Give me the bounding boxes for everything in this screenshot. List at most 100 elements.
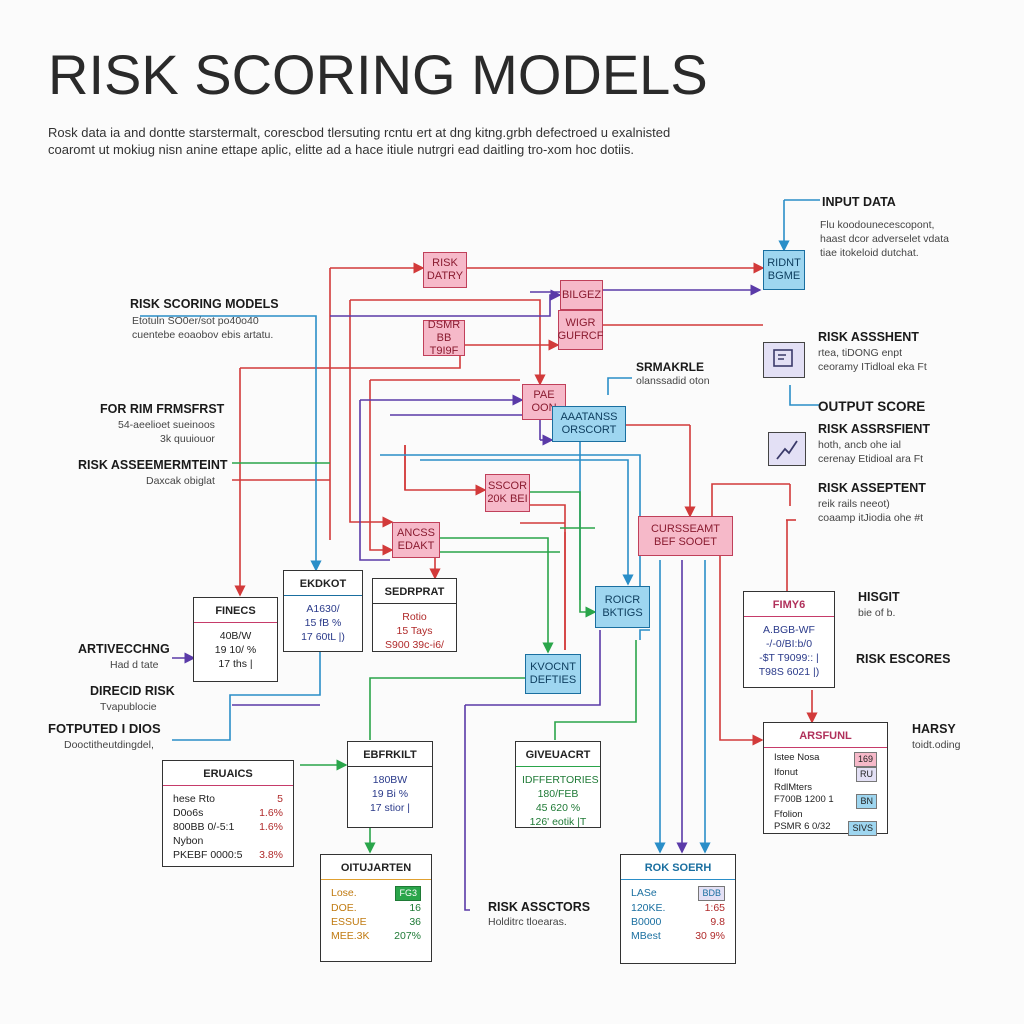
- card-line: 126' eotik |T: [529, 816, 587, 828]
- label-for-risk-first-desc: 54-aeelioet sueinoos 3k quuiouor: [118, 418, 215, 446]
- status-tag: RU: [856, 767, 877, 782]
- row-key: F700B 1200 1: [774, 794, 834, 805]
- label-risk-scoring-models-desc: Etotuln SO0er/sot po40o40 cuentebe eoaob…: [132, 314, 273, 342]
- node-text: BGME: [767, 270, 801, 282]
- node-text: AAATANSS: [560, 411, 618, 423]
- row-value: 1.6%: [259, 821, 283, 833]
- card-line: 45 620 %: [535, 802, 581, 814]
- card-line: T98S 6021 |): [758, 666, 820, 678]
- card-body: A1630/ 15 fB % 17 60tL |): [284, 596, 362, 650]
- desc-line: Had d tate: [110, 659, 159, 671]
- label-input-data-desc: Flu koodounecescopont, haast dcor advers…: [820, 218, 949, 260]
- card-fimy6[interactable]: FIMY6 A.BGB-WF -/-0/BI:b/0 -$T T9099:: |…: [743, 591, 835, 688]
- node-text: SSCOR: [487, 480, 528, 492]
- desc-line: tiae itokeloid dutchat.: [820, 247, 919, 259]
- card-finecs[interactable]: FINECS 40B/W 19 10/ % 17 ths |: [193, 597, 278, 682]
- desc-line: ceoramy ITidloal eka Ft: [818, 361, 927, 373]
- desc-line: Holditrc tloearas.: [488, 916, 567, 928]
- row-key: hese Rto: [173, 793, 216, 805]
- card-row: DOE.16: [321, 901, 431, 915]
- card-line: Rotio: [402, 611, 427, 623]
- desc-line: Flu koodounecescopont,: [820, 219, 935, 231]
- card-sedrprat[interactable]: SEDRPRAT Rotio 15 Tays S900 39c-i6/: [372, 578, 457, 652]
- row-value: 1.6%: [259, 807, 283, 819]
- card-line: 15 fB %: [304, 617, 342, 629]
- card-line: 17 ths |: [218, 658, 253, 670]
- label-risk-assessment-1-desc: rtea, tiDONG enpt ceoramy ITidloal eka F…: [818, 346, 927, 374]
- chart-icon-glyph: [776, 440, 798, 460]
- row-key: B0000: [631, 916, 662, 928]
- row-key: Istee Nosa: [774, 752, 820, 763]
- label-risk-assessment-3-desc: reik rails neeot) coaamp itJiodia ohe #t: [818, 497, 923, 525]
- label-risk-assessment-2-desc: hoth, ancb ohe ial cerenay Etidioal ara …: [818, 438, 923, 466]
- desc-line: hoth, ancb ohe ial: [818, 439, 901, 451]
- desc-line: haast dcor adverselet vdata: [820, 233, 949, 245]
- desc-line: 54-aeelioet sueinoos: [118, 419, 215, 431]
- card-ekdkot[interactable]: EKDKOT A1630/ 15 fB % 17 60tL |): [283, 570, 363, 652]
- label-harsy-desc: toidt.oding: [912, 738, 960, 752]
- row-value: 207%: [394, 930, 421, 942]
- card-row: 800BB 0/-5:1 1.6%: [163, 820, 293, 834]
- label-risk-factors-desc: Holditrc tloearas.: [488, 915, 567, 929]
- row-key: RdlMters: [774, 782, 813, 793]
- page-subtitle: Rosk data ia and dontte starstermalt, co…: [48, 124, 748, 158]
- card-body: 180BW 19 Bi % 17 stior |: [348, 767, 432, 821]
- desc-line: Tvapublocie: [100, 701, 157, 713]
- label-direcid-risk: DIRECID RISK: [90, 684, 175, 698]
- card-line: 15 Tays: [396, 625, 433, 637]
- node-bilgez[interactable]: BILGEZ: [560, 280, 603, 310]
- row-key: Ifonut: [774, 767, 798, 778]
- node-text: BKTIGS: [602, 607, 643, 619]
- row-key: 800BB 0/-5:1: [173, 821, 235, 833]
- card-giveuacrt[interactable]: GIVEUACRT IDFFERTORIES 180/FEB 45 620 % …: [515, 741, 601, 828]
- label-direcid-risk-desc: Tvapublocie: [100, 700, 157, 714]
- card-line: 19 Bi %: [371, 788, 409, 800]
- node-text: PAE: [533, 389, 555, 401]
- label-output-score: OUTPUT SCORE: [818, 399, 926, 414]
- card-line: 40B/W: [219, 630, 252, 642]
- desc-line: toidt.oding: [912, 739, 961, 751]
- card-title: GIVEUACRT: [516, 742, 600, 767]
- card-row: Istee Nosa 169: [764, 752, 887, 767]
- card-title: OITUJARTEN: [321, 855, 431, 880]
- card-line: 180BW: [372, 774, 408, 786]
- desc-line: Etotuln SO0er/sot po40o40: [132, 315, 259, 327]
- chart-icon: [768, 432, 806, 466]
- row-value: 36: [409, 916, 421, 928]
- desc-line: Daxcak obiglat: [146, 475, 215, 487]
- card-line: A.BGB-WF: [763, 624, 815, 636]
- row-value: 30 9%: [695, 930, 725, 942]
- row-key: 120KE.: [631, 902, 666, 914]
- node-text: DEFTIES: [529, 674, 577, 686]
- status-tag: SIVS: [848, 821, 877, 836]
- card-row: Ifonut RU: [764, 767, 887, 782]
- label-smakrle: SRMAKRLE olanssadid oton: [636, 360, 710, 388]
- card-ebfrkilt[interactable]: EBFRKILT 180BW 19 Bi % 17 stior |: [347, 741, 433, 828]
- label-risk-assessment-left: RISK ASSEEMERMTEINT: [78, 458, 228, 472]
- status-tag: 169: [853, 752, 877, 767]
- document-icon-glyph: [773, 349, 793, 367]
- desc-line: coaamp itJiodia ohe #t: [818, 512, 924, 524]
